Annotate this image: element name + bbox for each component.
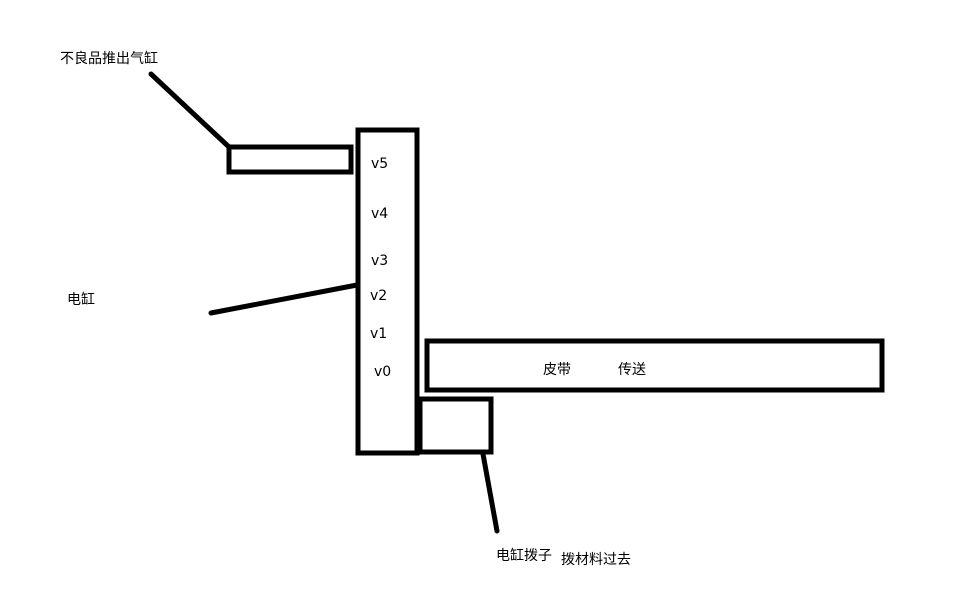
reject-cylinder-leader-line [148, 71, 232, 150]
position-v5: v5 [371, 156, 388, 172]
position-v0: v0 [374, 364, 391, 380]
conveyor-belt-box [424, 338, 885, 393]
electric-cylinder-leader-line [208, 282, 360, 316]
cylinder-pusher-label: 电缸拨子 [496, 547, 552, 564]
conveyor-label: 传送 [618, 362, 646, 378]
belt-label: 皮带 [543, 362, 571, 378]
position-v4: v4 [371, 206, 388, 222]
cylinder-pusher-box [417, 396, 494, 455]
electric-cylinder-column [355, 127, 420, 456]
position-v3: v3 [371, 253, 388, 269]
reject-cylinder-box [226, 144, 354, 175]
electric-cylinder-label: 电缸 [67, 291, 95, 308]
push-material-label: 拨材料过去 [561, 552, 631, 568]
position-v2: v2 [370, 288, 387, 304]
reject-cylinder-label: 不良品推出气缸 [60, 50, 158, 67]
cylinder-pusher-leader-line [480, 451, 500, 534]
position-v1: v1 [370, 326, 387, 342]
